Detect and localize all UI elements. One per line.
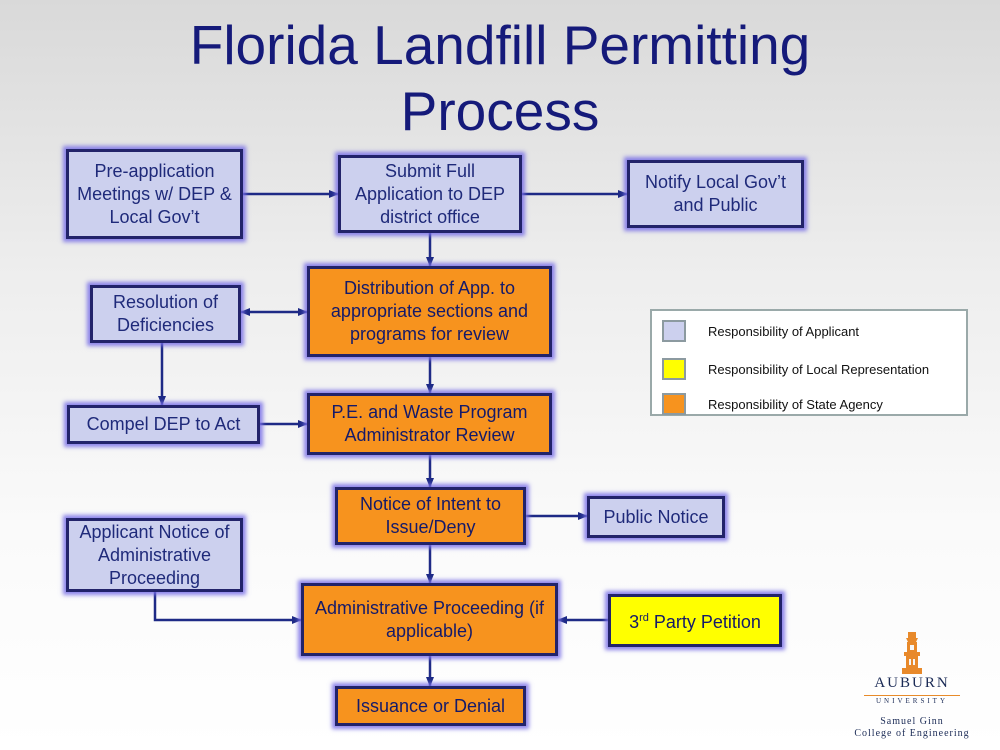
public-notice-label: Public Notice [603,506,709,527]
preapp-box: Pre-application Meetings w/ DEP & Local … [66,149,243,239]
resolution-label: Resolution of Deficiencies [112,292,219,335]
legend-label-local: Responsibility of Local Representation [708,361,930,377]
notify-label: Notify Local Gov’t and Public [644,172,787,215]
submit-box: Submit Full Application to DEP district … [338,155,522,233]
submit-label: Submit Full Application to DEP district … [354,160,506,227]
legend-swatch-state [662,393,686,415]
logo-college-line-2: College of Engineering [854,728,970,739]
legend-item-applicant: Responsibility of Applicant [662,319,859,343]
issuance-box: Issuance or Denial [335,686,526,726]
legend-swatch-applicant [662,320,686,342]
page-title: Florida Landfill Permitting Process [0,12,1000,144]
distribution-label: Distribution of App. to appropriate sect… [330,278,529,344]
notify-box: Notify Local Gov’t and Public [627,160,804,228]
third-party-text: Party Petition [648,612,761,632]
admin-proceeding-label: Administrative Proceeding (if applicable… [314,597,545,641]
applicant-notice-box: Applicant Notice of Administrative Proce… [66,518,243,592]
legend-label-applicant: Responsibility of Applicant [708,323,860,339]
notice-intent-box: Notice of Intent to Issue/Deny [335,487,526,545]
third-party-label: 3rd Party Petition [629,607,761,634]
logo-university: UNIVERSITY [876,697,948,705]
legend-item-state: Responsibility of State Agency [662,392,883,416]
legend-label-state: Responsibility of State Agency [708,396,883,412]
third-party-superscript: rd [639,612,649,624]
compel-box: Compel DEP to Act [67,405,260,444]
auburn-logo: AUBURN UNIVERSITY Samuel Ginn College of… [842,628,982,744]
third-party-box: 3rd Party Petition [608,594,782,647]
arrow-applicant-notice-to-admin [153,592,302,624]
logo-college-line-1: Samuel Ginn [880,716,944,727]
resolution-box: Resolution of Deficiencies [90,285,241,343]
legend-swatch-local [662,358,686,380]
legend-item-local: Responsibility of Local Representation [662,357,929,381]
logo-divider [864,695,960,696]
legend: Responsibility of Applicant Responsibili… [650,309,968,416]
compel-label: Compel DEP to Act [86,414,241,434]
pe-review-label: P.E. and Waste Program Administrator Rev… [331,402,528,445]
preapp-label: Pre-application Meetings w/ DEP & Local … [77,160,232,227]
third-party-ordinal: 3 [629,612,640,632]
public-notice-box: Public Notice [587,496,725,538]
issuance-label: Issuance or Denial [355,695,506,716]
pe-review-box: P.E. and Waste Program Administrator Rev… [307,393,552,455]
logo-name: AUBURN [874,675,950,691]
title-line-1: Florida Landfill Permitting [189,14,811,76]
distribution-box: Distribution of App. to appropriate sect… [307,266,552,357]
tower-icon [902,632,922,674]
applicant-notice-label: Applicant Notice of Administrative Proce… [79,521,230,588]
title-line-2: Process [400,80,600,142]
notice-intent-label: Notice of Intent to Issue/Deny [359,494,502,537]
admin-proceeding-box: Administrative Proceeding (if applicable… [301,583,558,656]
